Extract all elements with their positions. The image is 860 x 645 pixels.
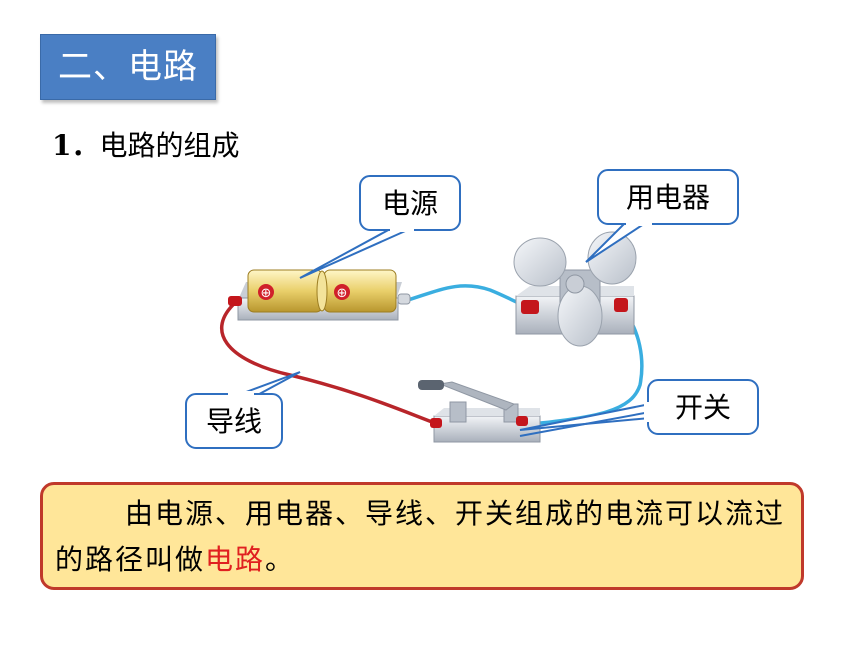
- battery: ⊕ ⊕: [228, 269, 411, 321]
- circuit-diagram: ⊕ ⊕ 电源 用电器: [185, 169, 759, 449]
- subheading-number: 1．: [52, 129, 100, 162]
- callout-power: 电源: [299, 175, 461, 279]
- subheading-text: 电路的组成: [99, 129, 240, 162]
- fan-terminal-right: [614, 298, 628, 312]
- definition-highlight: 电路: [205, 543, 266, 576]
- callout-wire: 导线: [185, 371, 301, 449]
- fan-terminal-left: [521, 300, 539, 314]
- callout-switch: 开关: [519, 379, 759, 437]
- switch-terminal-right: [516, 416, 528, 426]
- callout-appliance: 用电器: [585, 169, 739, 263]
- definition-text: 由电源、用电器、导线、开关组成的电流可以流过的路径叫做: [55, 497, 786, 576]
- battery-plus-1: ⊕: [261, 286, 272, 301]
- battery-plus-2: ⊕: [337, 286, 348, 301]
- callout-appliance-label: 用电器: [626, 181, 710, 214]
- switch: [418, 380, 541, 443]
- callout-power-label: 电源: [382, 187, 438, 220]
- callout-switch-label: 开关: [675, 391, 731, 424]
- blue-wire-top: [407, 284, 529, 308]
- fan: [513, 231, 637, 347]
- definition-box: 由电源、用电器、导线、开关组成的电流可以流过的路径叫做电路。: [40, 482, 804, 590]
- definition-end: 。: [265, 543, 296, 576]
- subheading: 1．电路的组成: [52, 124, 240, 164]
- battery-terminal-left: [228, 296, 242, 306]
- switch-terminal-left: [430, 418, 442, 428]
- callout-wire-label: 导线: [206, 405, 262, 438]
- battery-terminal-right: [397, 293, 411, 305]
- section-title: 二、电路: [40, 34, 216, 100]
